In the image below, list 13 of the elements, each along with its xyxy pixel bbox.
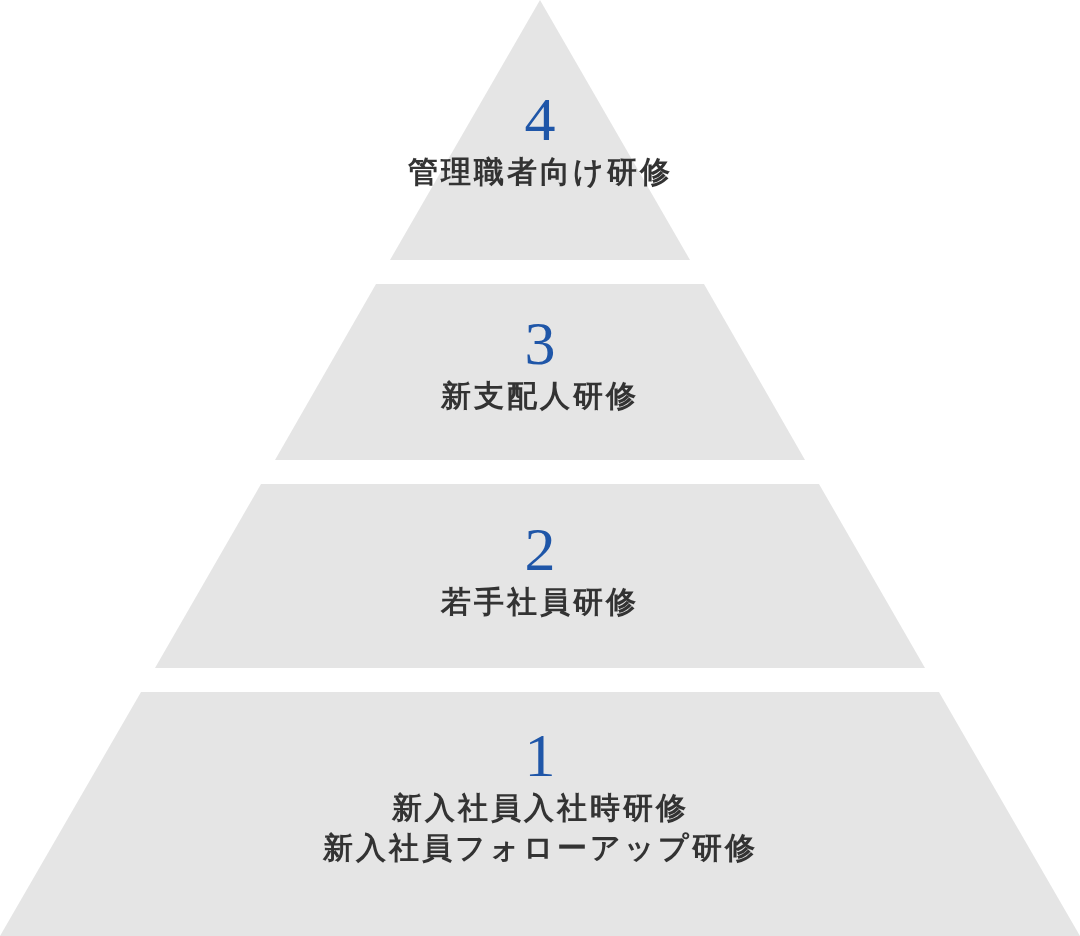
tier-number: 2	[524, 516, 556, 582]
tier-label: 新入社員フォローアップ研修	[322, 829, 758, 867]
pyramid-tier	[155, 484, 925, 668]
tier-number: 3	[524, 310, 556, 376]
tier-number: 1	[524, 722, 556, 788]
pyramid-tier	[275, 284, 805, 460]
pyramid-tier	[390, 0, 690, 260]
tier-label: 管理職者向け研修	[407, 153, 673, 191]
tier-label: 若手社員研修	[441, 583, 639, 621]
tier-label: 新支配人研修	[441, 377, 639, 415]
tier-number: 4	[524, 86, 556, 152]
tier-label: 新入社員入社時研修	[391, 789, 689, 827]
pyramid-tier	[0, 692, 1080, 936]
